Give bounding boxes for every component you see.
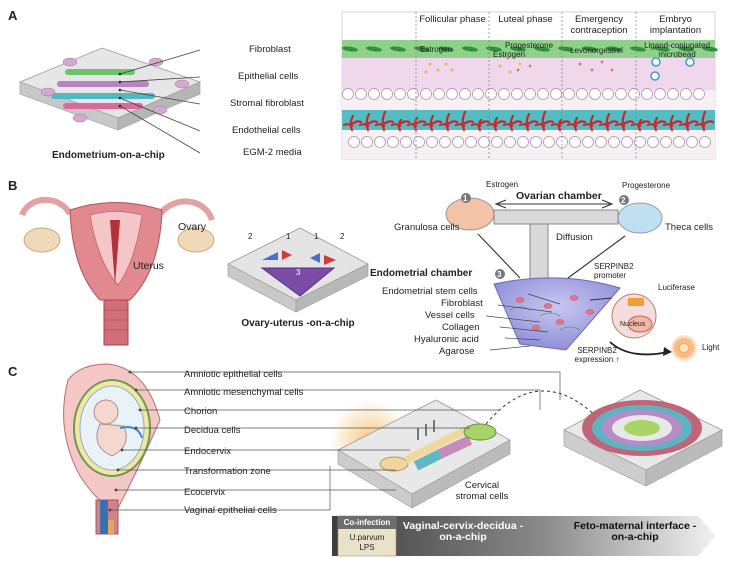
label-serpinb2-promoter: SERPINB2 promoter [594,262,634,280]
phase-luteal: Luteal phase [498,14,553,25]
component-vessel-cells: Vessel cells [425,310,475,321]
agent-estrogen-luteal: Estrogen [493,50,526,59]
feto-maternal-chip [563,389,723,487]
layer-label-fibroblast: Fibroblast [249,44,291,55]
layer-endocervix: Endocervix [184,446,231,457]
agent-levonorgestrel: Levonorgestrel [570,46,623,55]
chip-vaginal-cervix-decidua: Vaginal-cervix-decidua -on-a-chip [402,520,524,543]
panel-a-chip [18,47,202,154]
component-agarose: Agarose [439,346,475,357]
coinfection-item-uparvum: U.parvum [349,533,385,542]
layer-decidua: Decidua cells [184,425,241,436]
chip-number-2-left: 2 [248,232,253,241]
layer-amniotic-mesenchymal: Amniotic mesenchymal cells [184,387,304,398]
label-progesterone-b: Progesterone [622,181,671,190]
coinfection-title: Co-infection [343,518,391,527]
panel-a-layer-strip [341,11,718,160]
component-stem-cells: Endometrial stem cells [382,286,478,297]
agent-microbead: Ligand-conjugated microbead [644,41,710,59]
chip-number-1-right: 1 [314,232,319,241]
ovarian-chamber-title: Ovarian chamber [516,190,602,202]
phase-emergency-contraception: Emergency contraception [570,14,628,36]
layer-ecocervix: Ecocervix [184,487,226,498]
ovary-uterus-chip-title: Ovary-uterus -on-a-chip [241,318,355,329]
layer-chorion: Chorion [184,406,218,417]
coinfection-item-lps: LPS [359,543,375,552]
vaginal-cervix-chip [330,390,601,509]
component-fibroblast: Fibroblast [441,298,483,309]
label-diffusion: Diffusion [556,232,593,243]
ovarian-number-1: 1 [463,194,468,203]
layer-amniotic-epithelial: Amniotic epithelial cells [184,369,283,380]
component-collagen: Collagen [442,322,480,333]
agent-estrogen-follicular: Estrogen [420,45,453,54]
layer-label-endothelial: Endothelial cells [232,125,301,136]
label-estrogen-b: Estrogen [486,180,519,189]
chip-number-1-left: 1 [286,232,291,241]
label-theca: Theca cells [665,222,714,233]
ovarian-endometrial-diagram [445,193,698,362]
label-serpinb2-expression: SERPINB2 expression ↑ [574,346,620,364]
component-hyaluronic-acid: Hyaluronic acid [414,334,479,345]
fetus-anatomy [63,363,161,535]
ovarian-number-2: 2 [621,196,626,205]
panel-a-chip-title: Endometrium-on-a-chip [52,150,165,161]
panel-c-letter: C [8,364,18,379]
phase-embryo-implantation: Embryo implantation [649,14,702,36]
chip-feto-maternal: Feto-maternal interface -on-a-chip [573,520,697,543]
chip-number-3: 3 [296,268,301,277]
ovary-uterus-chip [227,227,369,313]
label-luciferase: Luciferase [658,283,695,292]
label-uterus: Uterus [133,260,164,272]
uterus-anatomy [19,197,215,346]
phase-follicular: Follicular phase [419,14,486,25]
panel-a-letter: A [8,8,18,23]
layer-transformation-zone: Transformation zone [184,466,271,477]
label-cervical-stromal: Cervical stromal cells [455,480,509,502]
layer-label-media: EGM-2 media [243,147,302,158]
label-light: Light [702,343,720,352]
panel-b-letter: B [8,178,18,193]
agent-progesterone: Progesterone [505,41,554,50]
label-nucleus: Nucleus [620,321,646,328]
layer-label-epithelial: Epithelial cells [238,71,299,82]
panel-c-leader-lines [108,370,561,512]
label-granulosa: Granulosa cells [394,222,460,233]
layer-vaginal-epithelial: Vaginal epithelial cells [184,505,277,516]
layer-label-stromal: Stromal fibroblast [230,98,304,109]
chip-number-2-right: 2 [340,232,345,241]
label-ovary: Ovary [178,221,207,233]
process-arrow [332,515,716,557]
endometrial-number-3: 3 [497,270,502,279]
endometrial-chamber-title: Endometrial chamber [370,268,473,279]
